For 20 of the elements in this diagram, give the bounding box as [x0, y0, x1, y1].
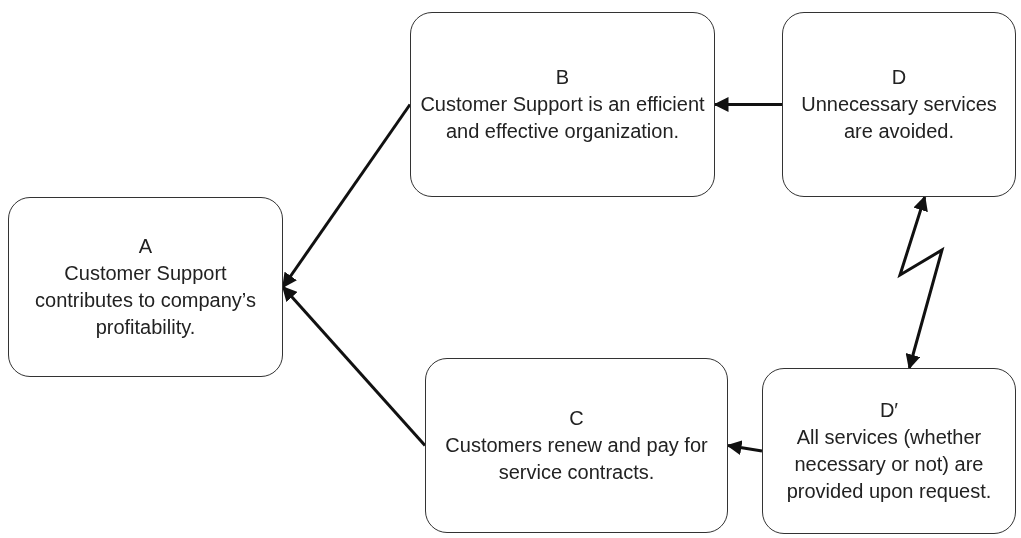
process-box: [782, 12, 1016, 197]
node-letter: A: [138, 234, 153, 259]
arrow: [281, 285, 427, 447]
process-box: [762, 368, 1016, 534]
process-box: [8, 197, 283, 377]
process-box: [425, 358, 728, 533]
node-text: Unnecessary services are avoided.: [800, 92, 998, 144]
node-text: Customers renew and pay for service contracts.: [444, 433, 709, 485]
node-letter: C: [569, 406, 584, 431]
node-letter: D: [891, 65, 907, 90]
arrow: [281, 103, 412, 289]
node-letter: D′: [879, 398, 899, 423]
arrow: [713, 97, 782, 112]
node-text: Customer Support is an efficient and effective organization.: [419, 92, 706, 144]
arrow: [726, 440, 763, 456]
node-text: Customer Support contributes to company’s profitability.: [34, 261, 257, 340]
arrow: [897, 195, 945, 370]
process-box: [410, 12, 715, 197]
node-letter: B: [555, 65, 570, 90]
node-text: All services (whether necessary or not) are provided upon request.: [785, 425, 993, 504]
